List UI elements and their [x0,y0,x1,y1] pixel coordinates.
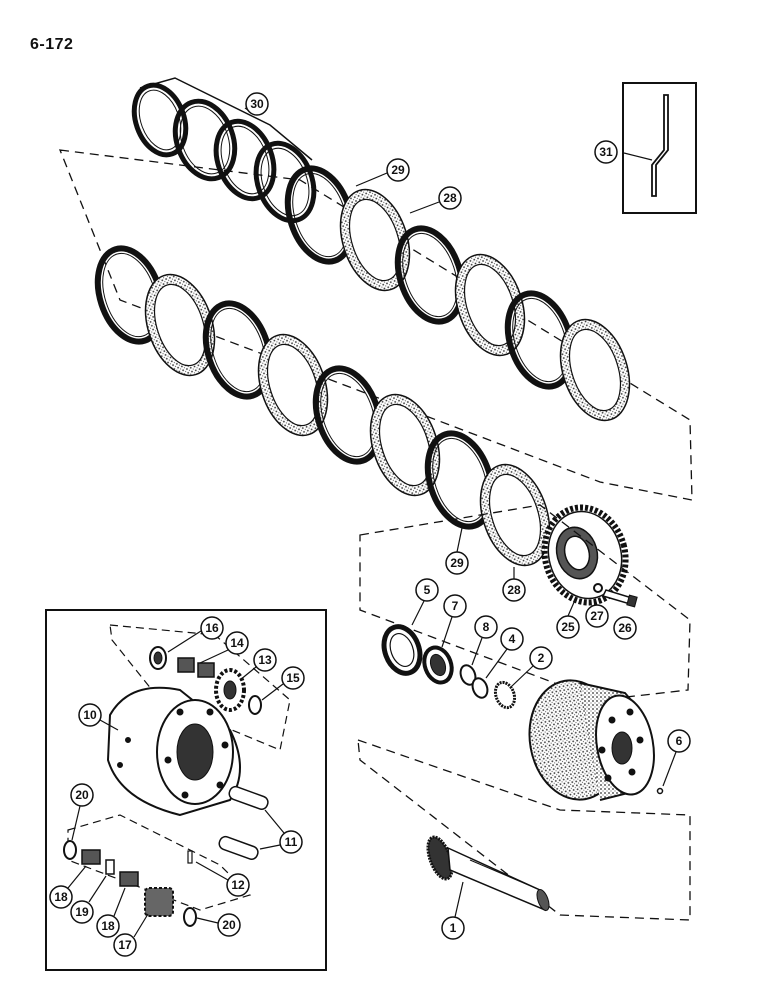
callout-11: 11 [279,830,303,854]
callout-12: 12 [226,873,250,897]
svg-text:15: 15 [286,671,300,685]
callout-18-left: 18 [49,885,73,909]
steel-plate [202,300,274,400]
tool-inset-frame [622,82,697,214]
svg-text:6: 6 [676,734,683,748]
output-shaft [426,835,550,912]
clutch-pack-boundary [58,149,693,501]
plates-group [94,165,631,567]
callout-17: 17 [113,933,137,957]
svg-text:1: 1 [450,921,457,935]
callout-2: 2 [529,646,553,670]
callout-18-right: 18 [96,914,120,938]
svg-text:18: 18 [101,919,115,933]
thin-rings-group [131,82,317,224]
clutch-drum [528,679,655,801]
callout-29-mid: 29 [445,551,469,575]
svg-text:29: 29 [391,163,405,177]
callout-29-top: 29 [386,158,410,182]
svg-text:19: 19 [75,905,89,919]
callout-16: 16 [200,616,224,640]
svg-text:5: 5 [424,583,431,597]
svg-text:13: 13 [258,653,272,667]
shaft-group-boundary [357,739,691,921]
tool-rod [651,94,669,197]
washer [471,677,489,699]
svg-text:7: 7 [452,599,459,613]
callout-4: 4 [500,627,524,651]
svg-text:31: 31 [599,145,613,159]
callout-6: 6 [667,729,691,753]
svg-text:25: 25 [561,620,575,634]
callout-20-left: 20 [70,783,94,807]
callout-13: 13 [253,648,277,672]
svg-text:28: 28 [507,583,521,597]
callout-27: 27 [585,604,609,628]
steel-plate [394,225,466,325]
svg-text:8: 8 [483,620,490,634]
callouts: 30 31 29 28 29 28 25 27 26 5 7 8 4 2 6 [49,92,691,957]
svg-text:10: 10 [83,708,97,722]
svg-text:11: 11 [285,835,298,849]
callout-25: 25 [556,615,580,639]
hub-group-boundary [359,504,691,701]
svg-text:12: 12 [231,878,245,892]
callout-1: 1 [441,916,465,940]
page-number: 6-172 [30,36,74,53]
svg-text:20: 20 [75,788,89,802]
callout-20-right: 20 [217,913,241,937]
callout-10: 10 [78,703,102,727]
pin [656,787,664,795]
callout-5: 5 [415,578,439,602]
bolt-and-washer [593,583,638,608]
thin-ring [253,140,317,224]
callout-14: 14 [225,631,249,655]
callout-28-top: 28 [438,186,462,210]
svg-text:30: 30 [250,97,264,111]
svg-text:20: 20 [222,918,236,932]
thrust-bearing [493,680,517,710]
callout-30: 30 [245,92,269,116]
svg-text:29: 29 [450,556,464,570]
lower-gear-boundary [67,814,252,911]
carrier-parts [63,646,269,927]
clutch-hub [541,504,629,606]
svg-text:17: 17 [118,938,132,952]
svg-text:16: 16 [205,621,219,635]
svg-text:2: 2 [538,651,545,665]
callout-31: 31 [594,140,618,164]
seals-group [381,624,517,710]
bracket-30 [139,77,313,161]
svg-text:18: 18 [54,890,68,904]
callout-26: 26 [613,616,637,640]
svg-text:14: 14 [230,636,244,650]
callout-19: 19 [70,900,94,924]
svg-text:28: 28 [443,191,457,205]
svg-text:4: 4 [509,632,516,646]
svg-text:27: 27 [590,609,604,623]
callout-8: 8 [474,615,498,639]
steel-plate [424,430,496,530]
callout-7: 7 [443,594,467,618]
callout-15: 15 [281,666,305,690]
callout-28-mid: 28 [502,578,526,602]
snap-ring [459,664,477,686]
thin-ring [172,98,238,182]
svg-text:26: 26 [618,621,632,635]
